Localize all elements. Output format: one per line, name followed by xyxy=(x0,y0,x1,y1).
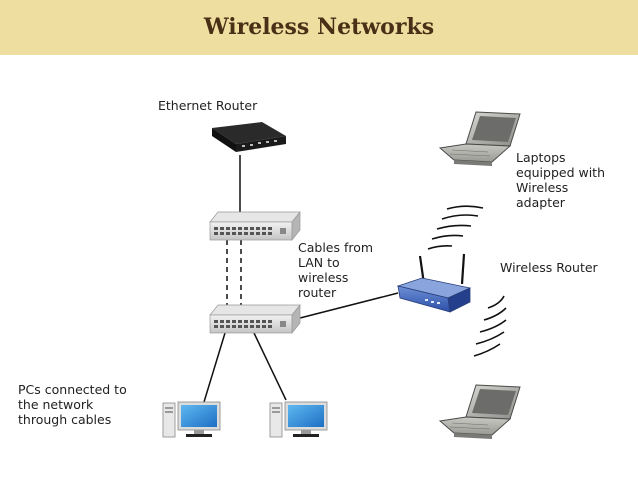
ethernet-router-icon xyxy=(212,122,286,152)
cables-label: Cables from LAN to wireless router xyxy=(298,240,374,300)
switch-to-pc-right-cable xyxy=(253,332,287,401)
wireless-signal-icon xyxy=(427,205,484,250)
wireless-signal-icon xyxy=(473,295,507,357)
wireless-router-label: Wireless Router xyxy=(500,260,598,275)
desktop-pc-icon xyxy=(162,401,221,438)
laptop-icon xyxy=(438,111,521,166)
title-band xyxy=(0,0,638,55)
desktop-pc-icon xyxy=(269,401,328,438)
network-switch-icon xyxy=(209,304,301,334)
laptop-icon xyxy=(438,384,521,439)
network-switch-icon xyxy=(209,211,301,241)
switch-to-wireless-router-cable xyxy=(299,292,399,319)
ethernet-router-label: Ethernet Router xyxy=(158,98,258,113)
switch-to-pc-left-cable xyxy=(203,332,226,403)
laptops-label: Laptops equipped with Wireless adapter xyxy=(516,150,606,210)
slide-title: Wireless Networks xyxy=(203,14,435,40)
wireless-router-icon xyxy=(396,253,472,313)
pcs-label: PCs connected to the network through cab… xyxy=(18,382,127,427)
